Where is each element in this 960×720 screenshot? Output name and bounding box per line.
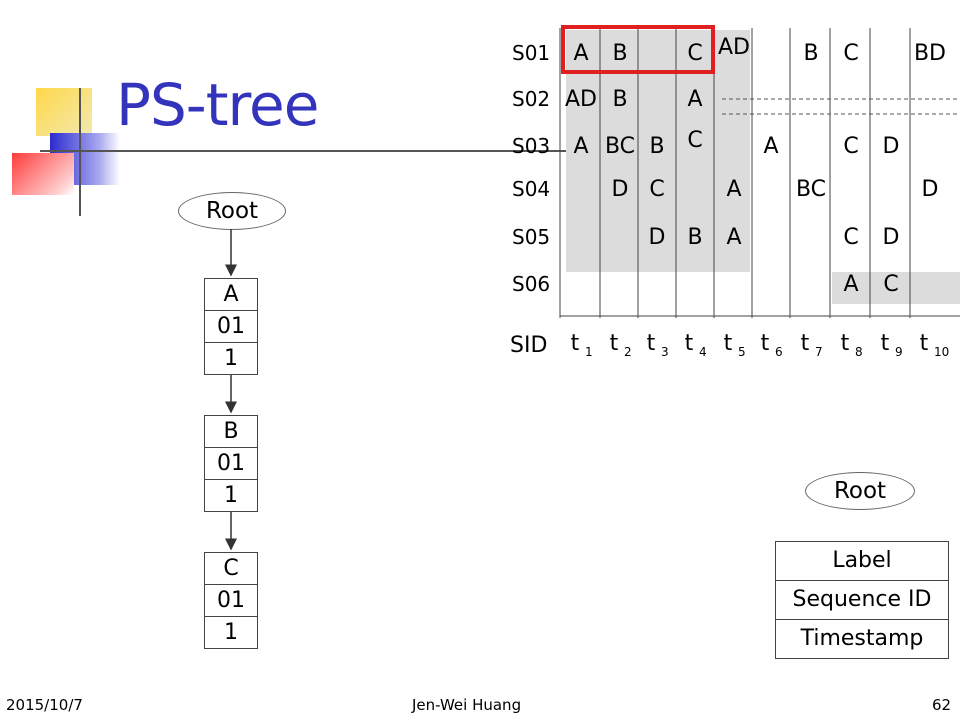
cell-item: A xyxy=(573,41,588,66)
cell-item: B xyxy=(612,41,627,66)
cell-item: C xyxy=(687,41,702,66)
decor-horizontal-line xyxy=(40,150,580,152)
cell-item: A xyxy=(573,134,588,159)
cell-item: C xyxy=(843,225,858,250)
page-number: 62 xyxy=(932,696,952,714)
row-label-sequence: S01 xyxy=(512,41,550,65)
time-header-subscript: 3 xyxy=(661,345,669,359)
sid-header: SID xyxy=(510,333,547,358)
time-header-subscript: 8 xyxy=(855,345,863,359)
cell-item: C xyxy=(687,128,702,153)
legend-sequence-id: Sequence ID xyxy=(776,580,948,619)
time-header: t xyxy=(647,331,656,356)
time-header-subscript: 9 xyxy=(895,345,903,359)
time-header-subscript: 4 xyxy=(699,345,707,359)
node-sequence-id: 01 xyxy=(205,447,257,479)
cell-item: C xyxy=(883,272,898,297)
row-label-sequence: S02 xyxy=(512,87,550,111)
node-timestamp: 1 xyxy=(205,616,257,648)
legend-root: Root xyxy=(805,472,915,510)
footer-author: Jen-Wei Huang xyxy=(412,696,522,714)
cell-item: A xyxy=(763,134,778,159)
cell-item: A xyxy=(843,272,858,297)
tree-node-a: A 01 1 xyxy=(204,278,258,375)
cell-item: A xyxy=(726,177,741,202)
time-header: t xyxy=(761,331,770,356)
cell-item: B xyxy=(612,87,627,112)
time-header-subscript: 7 xyxy=(815,345,823,359)
time-header: t xyxy=(920,331,929,356)
decor-yellow-block xyxy=(36,88,92,136)
time-header: t xyxy=(610,331,619,356)
time-header-subscript: 10 xyxy=(934,345,949,359)
cell-item: D xyxy=(883,225,900,250)
cell-item: C xyxy=(649,177,664,202)
time-header: t xyxy=(571,331,580,356)
tree-node-b: B 01 1 xyxy=(204,415,258,512)
row-label-sequence: S04 xyxy=(512,177,550,201)
decor-vertical-line xyxy=(79,88,81,216)
time-header-subscript: 6 xyxy=(775,345,783,359)
cell-item: D xyxy=(922,177,939,202)
tree-root: Root xyxy=(178,192,286,230)
cell-item: A xyxy=(687,87,702,112)
node-label: B xyxy=(223,419,239,444)
row-label-sequence: S05 xyxy=(512,225,550,249)
cell-item: BC xyxy=(605,134,635,159)
footer-date: 2015/10/7 xyxy=(6,696,83,714)
row-label-sequence: S06 xyxy=(512,272,550,296)
time-header: t xyxy=(685,331,694,356)
time-header: t xyxy=(801,331,810,356)
cell-item: BC xyxy=(796,177,826,202)
cell-item: AD xyxy=(565,87,597,112)
highlight-box xyxy=(561,25,715,74)
node-sequence-id: 01 xyxy=(205,310,257,342)
cell-item: AD xyxy=(718,35,750,60)
time-header: t xyxy=(724,331,733,356)
cell-item: D xyxy=(883,134,900,159)
node-label: C xyxy=(223,556,239,581)
node-timestamp: 1 xyxy=(205,342,257,374)
cell-item: BD xyxy=(914,41,946,66)
legend-label: Label xyxy=(832,548,892,573)
time-header-subscript: 2 xyxy=(624,345,632,359)
cell-item: C xyxy=(843,134,858,159)
row-label-sequence: S03 xyxy=(512,134,550,158)
legend-timestamp: Timestamp xyxy=(776,619,948,658)
decor-red-block xyxy=(12,153,74,195)
slide-title: PS-tree xyxy=(116,71,319,139)
cell-item: D xyxy=(649,225,666,250)
cell-item: B xyxy=(649,134,664,159)
time-header-subscript: 1 xyxy=(585,345,593,359)
cell-item: B xyxy=(687,225,702,250)
cell-item: C xyxy=(843,41,858,66)
shade-region-s06 xyxy=(832,272,960,304)
time-header: t xyxy=(841,331,850,356)
cell-item: D xyxy=(612,177,629,202)
node-sequence-id: 01 xyxy=(205,584,257,616)
tree-node-c: C 01 1 xyxy=(204,552,258,649)
cell-item: B xyxy=(803,41,818,66)
time-header: t xyxy=(881,331,890,356)
time-header-subscript: 5 xyxy=(738,345,746,359)
node-timestamp: 1 xyxy=(205,479,257,511)
legend-node: Label Sequence ID Timestamp xyxy=(775,541,949,659)
cell-item: A xyxy=(726,225,741,250)
node-label: A xyxy=(223,282,239,307)
